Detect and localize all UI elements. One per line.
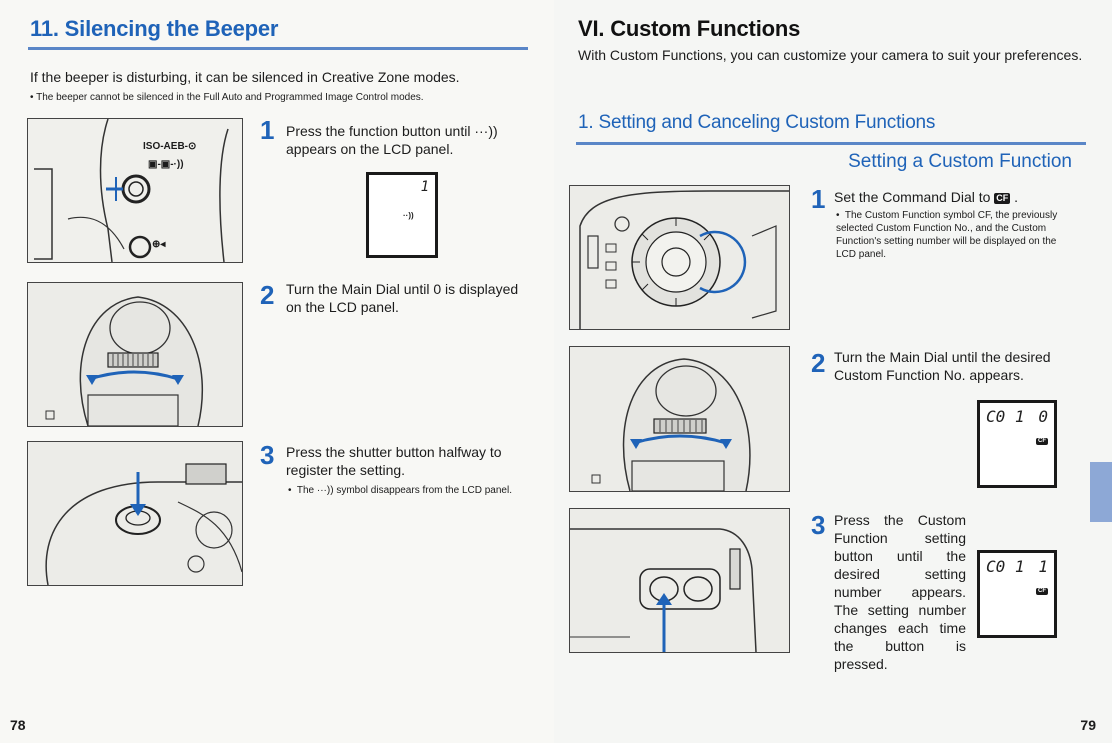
step-3-number-right: 3: [811, 510, 826, 540]
bullet: •: [288, 485, 297, 496]
photo-command-dial: [569, 185, 790, 330]
photo-cf-button: [569, 508, 790, 653]
photo-main-dial: [27, 282, 243, 427]
lcd-digit: 1: [420, 179, 429, 195]
lcd-cf-number: C0 1: [986, 407, 1025, 426]
page-number-left: 78: [10, 717, 26, 733]
subsection-title: Setting a Custom Function: [848, 151, 1072, 172]
title-rule: [28, 47, 528, 50]
step-2-text: Turn the Main Dial until 0 is displayed …: [286, 281, 519, 315]
lcd-cf-icon-text: CF: [1036, 438, 1048, 446]
step-2-text-right: Turn the Main Dial until the desired Cus…: [834, 349, 1051, 383]
right-page: VI. Custom Functions With Custom Functio…: [554, 0, 1112, 743]
chapter-intro: With Custom Functions, you can customize…: [578, 47, 1083, 63]
step-1-text-right: Set the Command Dial to CF .: [834, 189, 1019, 205]
mode-symbols: ▣-▣-·)): [148, 159, 184, 170]
step-3-note: • The ···)) symbol disappears from the L…: [288, 484, 526, 497]
page-title: 11. Silencing the Beeper: [30, 16, 279, 41]
step-1-text: Press the function button until ···)) ap…: [286, 123, 498, 157]
lcd-panel-beeper: 1 ··)): [366, 172, 438, 258]
section-title: 1. Setting and Canceling Custom Function…: [578, 112, 936, 133]
step-1-number: 1: [260, 115, 275, 145]
page-number-right: 79: [1080, 717, 1096, 733]
step-1-note-right: • The Custom Function symbol CF, the pre…: [836, 209, 1074, 261]
step-1-number-right: 1: [811, 184, 826, 214]
lcd-cf-number-2: C0 1: [986, 557, 1025, 576]
step-2-number: 2: [260, 280, 275, 310]
step-3-number: 3: [260, 440, 275, 470]
photo-function-button: ISO-AEB-⊙ ▣-▣-·)) ⊕◂: [27, 118, 243, 263]
lcd-cf-setting-2: 1: [1038, 557, 1048, 576]
step-2-number-right: 2: [811, 348, 826, 378]
zoom-icon: ⊕◂: [152, 239, 166, 250]
step-1-note-content: The Custom Function symbol CF, the previ…: [836, 210, 1058, 260]
photo-shutter-button: [27, 441, 243, 586]
iso-aeb-label: ISO-AEB-⊙: [143, 141, 197, 152]
beeper-symbol: ··)): [403, 211, 414, 220]
cf-icon: CF: [994, 192, 1011, 204]
bullet: •: [30, 92, 37, 103]
lcd-panel-cf-number: C0 1 0 CF: [977, 400, 1057, 488]
intro-text: If the beeper is disturbing, it can be s…: [30, 69, 460, 85]
section-rule: [576, 142, 1086, 145]
step-1-text-content: Set the Command Dial to: [834, 189, 991, 205]
step-3-text: Press the shutter button halfway to regi…: [286, 444, 502, 478]
lcd-cf-icon: CF: [1036, 433, 1048, 451]
note-text: • The beeper cannot be silenced in the F…: [30, 91, 540, 104]
lcd-panel-cf-setting: C0 1 1 CF: [977, 550, 1057, 638]
lcd-cf-icon-text-2: CF: [1036, 588, 1048, 596]
step-3-text-right: Press the Custom Function setting button…: [834, 512, 966, 672]
left-page: 11. Silencing the Beeper If the beeper i…: [0, 0, 554, 743]
chapter-tab: [1090, 462, 1112, 522]
chapter-title: VI. Custom Functions: [578, 16, 801, 41]
bullet: •: [836, 210, 845, 221]
lcd-cf-icon-2: CF: [1036, 583, 1048, 601]
step-3-note-content: The ···)) symbol disappears from the LCD…: [296, 485, 512, 496]
note-content: The beeper cannot be silenced in the Ful…: [36, 92, 424, 103]
photo-main-dial-right: [569, 346, 790, 492]
lcd-cf-setting: 0: [1038, 407, 1048, 426]
